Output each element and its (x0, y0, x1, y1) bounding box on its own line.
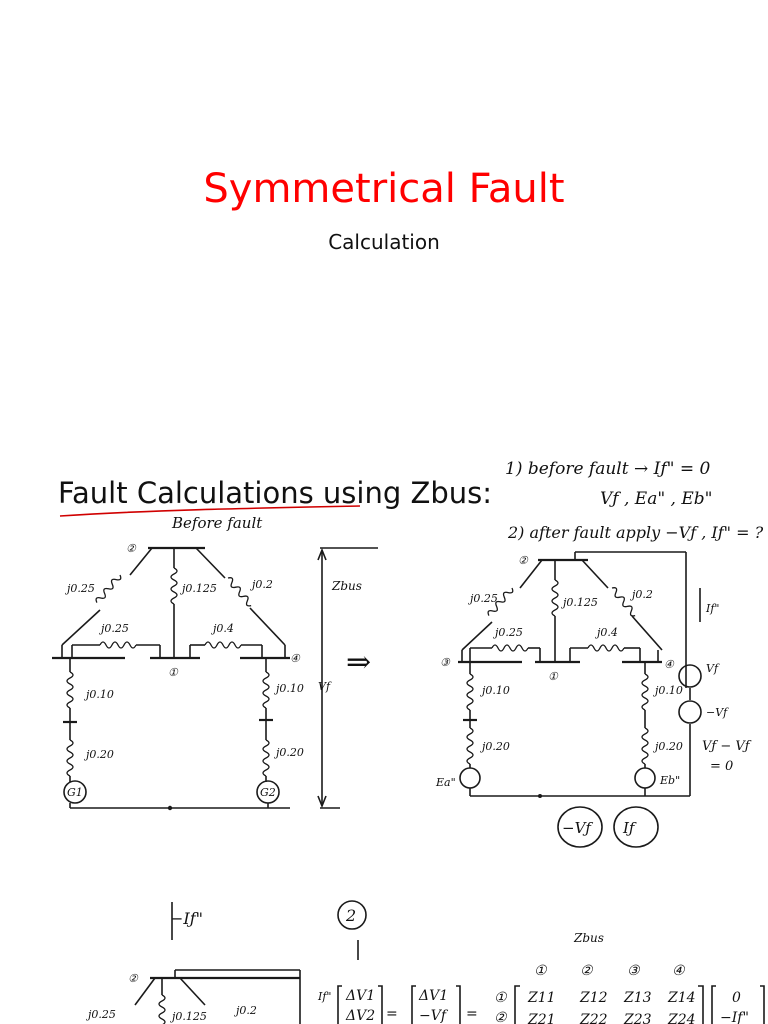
svg-text:=: = (386, 1006, 398, 1022)
zbus-slide: Fault Calculations using Zbus: 1) before… (0, 440, 768, 1024)
generator-g1: G1 (67, 786, 83, 799)
svg-text:j0.10: j0.10 (273, 682, 304, 695)
svg-text:Z21: Z21 (527, 1012, 556, 1024)
svg-text:j0.125: j0.125 (169, 1010, 207, 1023)
svg-text:j0.10: j0.10 (652, 684, 683, 697)
svg-text:①: ① (548, 670, 559, 683)
svg-text:Vf: Vf (706, 662, 720, 675)
svg-text:ΔV1: ΔV1 (345, 988, 375, 1004)
note-step1b: Vƒ , Ea" , Eb" (600, 489, 712, 509)
svg-text:③: ③ (627, 963, 641, 979)
svg-text:Z12: Z12 (579, 990, 608, 1006)
fault-current-label: If" (705, 602, 719, 615)
svg-text:Z13: Z13 (623, 990, 652, 1006)
left-circuit: ② j0.25 j0.125 j0.2 j0.25 (52, 542, 378, 811)
title-slide: Symmetrical Fault Calculation (0, 0, 768, 420)
svg-text:j0.2: j0.2 (249, 578, 273, 591)
red-underline (59, 505, 361, 517)
svg-text:j0.2: j0.2 (233, 1004, 257, 1017)
svg-text:Eb": Eb" (659, 774, 680, 787)
bottom-section: −Iƒ" 2 Zbus ② j0.25 j0.125 j0.2 If" ① ② (85, 900, 765, 1024)
svg-text:①: ① (534, 963, 548, 979)
svg-text:j0.25: j0.25 (467, 592, 498, 605)
zbus-note-bottom: Zbus (573, 931, 604, 945)
node-1: ① (168, 666, 179, 679)
circled-neg-vf: −Vƒ (562, 819, 593, 837)
svg-text:②: ② (128, 972, 139, 985)
svg-text:−Vf: −Vf (419, 1008, 449, 1024)
svg-text:j0.4: j0.4 (210, 622, 234, 635)
svg-text:Z22: Z22 (579, 1012, 608, 1024)
node-4: ④ (290, 652, 301, 665)
note-step1: 1) before fault → Iƒ" = 0 (505, 459, 710, 479)
zbus-note-left: Zbus (331, 579, 362, 593)
svg-text:If": If" (317, 990, 331, 1003)
svg-text:Z14: Z14 (667, 990, 696, 1006)
svg-text:j0.10: j0.10 (479, 684, 510, 697)
svg-text:①: ① (494, 990, 508, 1006)
svg-text:j0.25: j0.25 (98, 622, 129, 635)
slide-title: Symmetrical Fault (203, 166, 565, 212)
svg-text:j0.125: j0.125 (179, 582, 217, 595)
svg-text:ΔV2: ΔV2 (345, 1008, 375, 1024)
svg-text:④: ④ (672, 963, 686, 979)
svg-text:③: ③ (440, 656, 451, 669)
slide-subtitle: Calculation (328, 230, 440, 254)
svg-text:Z11: Z11 (527, 990, 556, 1006)
svg-text:Z23: Z23 (623, 1012, 652, 1024)
generator-g2: G2 (260, 786, 276, 799)
svg-text:j0.20: j0.20 (273, 746, 304, 759)
svg-text:j0.20: j0.20 (479, 740, 510, 753)
note-minus-if: −Iƒ" (170, 909, 203, 928)
svg-text:0: 0 (732, 990, 741, 1006)
right-circuit: ② j0.25 j0.125 j0.2 ③ ① ④ (435, 551, 752, 848)
svg-text:j0.2: j0.2 (629, 588, 653, 601)
matrix-headers: ① ② ③ ④ (534, 963, 686, 979)
slide2-title: Fault Calculations using Zbus: (58, 476, 493, 510)
node-2: ② (126, 542, 137, 555)
svg-text:j0.20: j0.20 (83, 748, 114, 761)
svg-text:j0.4: j0.4 (594, 626, 618, 639)
svg-text:=: = (466, 1006, 478, 1022)
svg-text:j0.25: j0.25 (85, 1008, 116, 1021)
circled-two: 2 (345, 906, 356, 925)
svg-text:−Vf: −Vf (706, 706, 729, 719)
note-eq-zero: = 0 (710, 759, 733, 774)
svg-text:j0.20: j0.20 (652, 740, 683, 753)
svg-text:j0.125: j0.125 (560, 596, 598, 609)
svg-text:Z24: Z24 (667, 1012, 696, 1024)
svg-text:ΔV1: ΔV1 (418, 988, 448, 1004)
svg-text:②: ② (494, 1010, 508, 1024)
svg-text:④: ④ (664, 658, 675, 671)
vf-label: Vf (318, 680, 332, 693)
note-before-fault: Before fault (171, 514, 263, 532)
svg-text:j0.25: j0.25 (64, 582, 95, 595)
svg-text:−If": −If" (720, 1010, 749, 1024)
note-vf-eq: Vƒ − Vƒ (702, 739, 752, 754)
svg-text:②: ② (580, 963, 594, 979)
svg-text:j0.25: j0.25 (492, 626, 523, 639)
note-step2: 2) after fault apply −Vƒ , Iƒ" = ? (507, 523, 764, 542)
implies-arrow: ⇒ (346, 645, 371, 680)
svg-text:②: ② (518, 554, 529, 567)
circled-if: Iƒ (622, 819, 637, 837)
svg-text:Ea": Ea" (435, 776, 456, 789)
svg-text:j0.10: j0.10 (83, 688, 114, 701)
circuit-drawing: 1) before fault → Iƒ" = 0 Vƒ , Ea" , Eb"… (52, 459, 765, 1024)
